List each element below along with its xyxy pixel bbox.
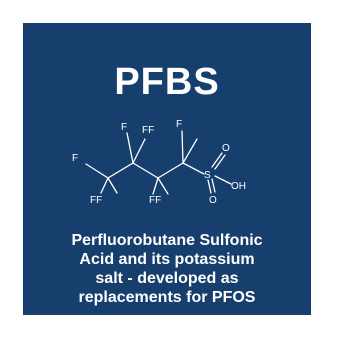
- bond-s-o-top-b: [214, 154, 226, 170]
- bond-c4-f-up-right: [182, 138, 198, 164]
- description: Perfluorobutane Sulfonic Acid and its po…: [33, 231, 301, 307]
- pfbs-structure-diagram: F FF F FF FF F FF S O O OH: [72, 119, 246, 206]
- atom-f3: F: [176, 119, 182, 130]
- description-line: replacements for PFOS: [78, 289, 256, 306]
- bond-c1-c2: [107, 162, 134, 179]
- bond-c1-f-right: [107, 177, 118, 194]
- atom-f1: F: [72, 153, 78, 164]
- bond-s-o-top-a: [211, 152, 223, 168]
- atom-o-top: O: [222, 143, 230, 154]
- bond-c4-s: [182, 162, 205, 175]
- atom-ff2: FF: [142, 125, 154, 136]
- bond-s-o-bottom-b: [211, 178, 216, 193]
- bond-c1-f-left: [85, 163, 109, 179]
- atom-ff1: FF: [90, 195, 102, 206]
- bond-s-oh: [214, 175, 232, 185]
- bond-c2-f-up-right: [132, 138, 146, 164]
- page-title: PFBS: [114, 61, 220, 103]
- bond-c1-f-down: [100, 177, 109, 194]
- bond-c3-f-down-left: [152, 177, 159, 195]
- bond-c4-f-up: [181, 130, 184, 164]
- atom-oh: OH: [231, 181, 246, 192]
- pfbs-card: PFBS F FF F FF FF F FF S O: [23, 23, 311, 315]
- bond-c2-c3: [132, 162, 159, 179]
- bond-c3-c4: [157, 162, 184, 179]
- bond-c2-f-up-left: [126, 132, 134, 164]
- atom-ff3: FF: [149, 195, 161, 206]
- atom-f2: F: [121, 122, 127, 133]
- bond-c3-f-down-right: [157, 177, 169, 195]
- description-line: Acid and its potassium: [79, 251, 255, 268]
- description-line: salt - developed as: [95, 270, 239, 287]
- description-line: Perfluorobutane Sulfonic: [71, 232, 263, 249]
- bond-s-o-bottom-a: [207, 179, 212, 194]
- atom-s: S: [204, 170, 211, 181]
- atom-o-bottom: O: [209, 195, 217, 206]
